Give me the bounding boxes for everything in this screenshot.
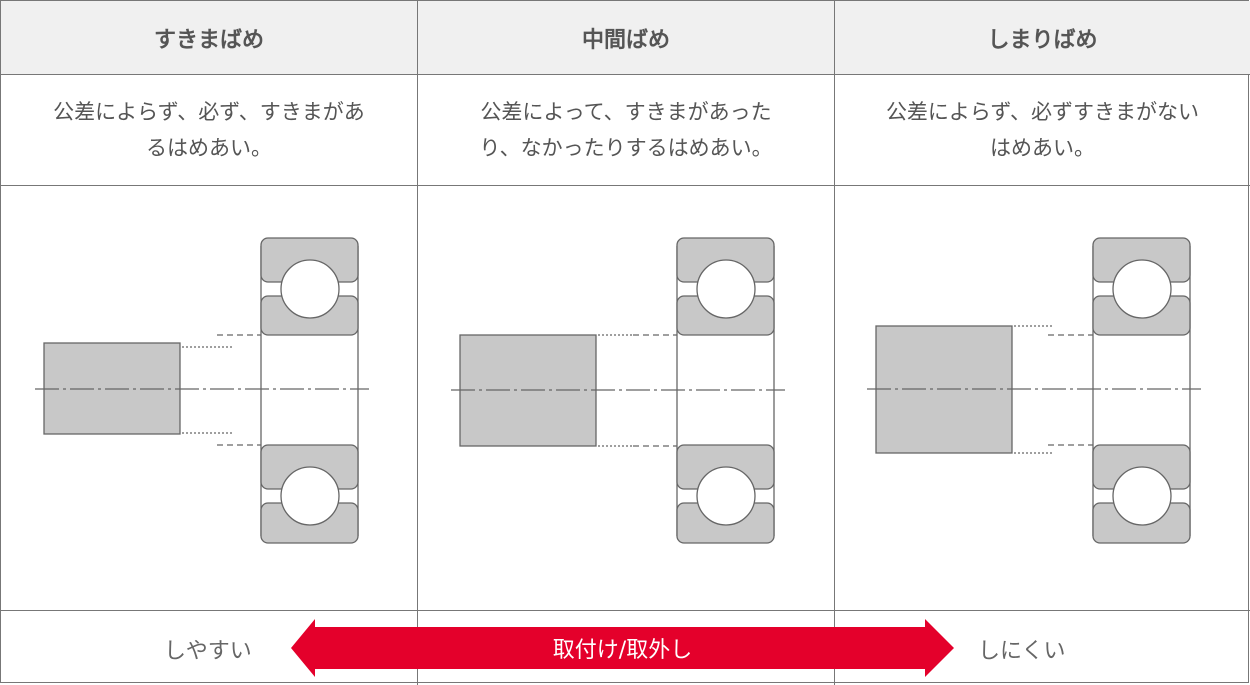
installation-ease-row: しやすい 取付け/取外し しにくい (1, 610, 1250, 685)
ball-bottom (1112, 466, 1172, 526)
description-line: 公差によらず、必ずすきまがない (885, 100, 1200, 124)
column-interference-fit: しまりばめ 公差によらず、必ずすきまがない はめあい。 (835, 1, 1250, 610)
difficult-label: しにくい (978, 639, 1066, 664)
ball-top (696, 259, 756, 319)
column-description: 公差によって、すきまがあった り、なかったりするはめあい。 (418, 75, 834, 186)
column-description: 公差によらず、必ず、すきまがあ るはめあい。 (1, 75, 417, 186)
column-description: 公差によらず、必ずすきまがない はめあい。 (835, 75, 1250, 186)
ball-bottom (696, 466, 756, 526)
double-arrow-icon (291, 619, 954, 677)
description-line: り、なかったりするはめあい。 (479, 136, 773, 160)
ball-bottom (280, 466, 340, 526)
description-line: はめあい。 (989, 136, 1095, 160)
arrow-label: 取付け/取外し (552, 638, 693, 663)
clearance-fit-diagram (1, 186, 417, 610)
ball-top (1112, 259, 1172, 319)
column-transition-fit: 中間ばめ 公差によって、すきまがあった り、なかったりするはめあい。 (418, 1, 835, 610)
interference-fit-diagram (835, 186, 1250, 610)
ball-top (280, 259, 340, 319)
column-header: しまりばめ (835, 1, 1250, 75)
description-line: 公差によって、すきまがあった (480, 100, 772, 124)
easy-label: しやすい (164, 639, 252, 664)
column-header: 中間ばめ (418, 1, 834, 75)
column-clearance-fit: すきまばめ 公差によらず、必ず、すきまがあ るはめあい。 (1, 1, 418, 610)
description-line: 公差によらず、必ず、すきまがあ (53, 100, 365, 124)
transition-fit-diagram (418, 186, 834, 610)
column-header: すきまばめ (1, 1, 417, 75)
description-line: るはめあい。 (145, 136, 272, 160)
